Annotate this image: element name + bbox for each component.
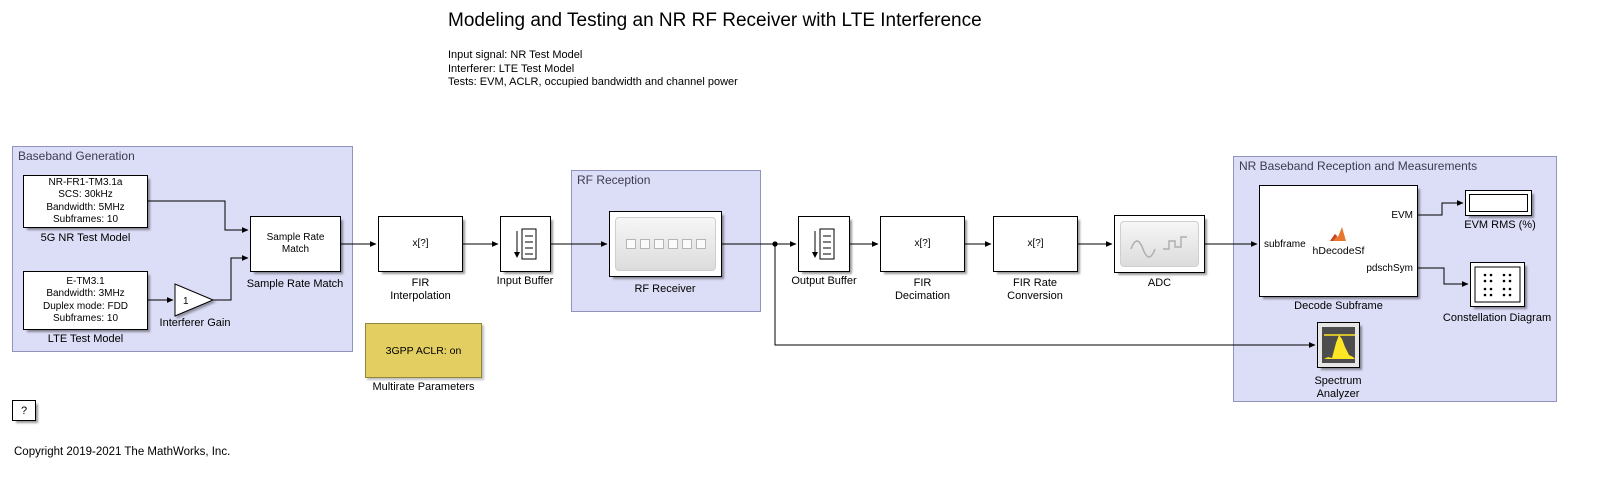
label-constellation-diagram: Constellation Diagram [1442,312,1552,324]
block-input-buffer[interactable] [500,216,551,272]
fir-interpolation-text: x[?] [412,237,429,249]
block-multirate-parameters[interactable]: 3GPP ACLR: on [365,323,482,378]
label-interferer-gain: Interferer Gain [159,317,231,329]
multirate-parameters-text: 3GPP ACLR: on [385,344,462,357]
label-5g-nr-test-model: 5G NR Test Model [40,232,131,244]
lte-test-model-text: E-TM3.1 Bandwidth: 3MHz Duplex mode: FDD… [42,275,129,325]
block-constellation-diagram[interactable] [1470,262,1525,307]
nr-test-model-text: NR-FR1-TM3.1a SCS: 30kHz Bandwidth: 5MHz… [46,176,125,226]
wire-branch-dot [772,241,778,247]
block-fir-rate-conversion[interactable]: x[?] [993,216,1078,272]
port-subframe: subframe [1264,239,1306,250]
display-inner-frame [1469,194,1528,212]
spectrum-analyzer-icon [1322,327,1355,363]
sample-rate-match-text: Sample Rate Match [266,231,325,256]
block-fir-interpolation[interactable]: x[?] [378,216,463,272]
matlab-logo-icon [1330,227,1347,241]
fir-rate-conversion-text: x[?] [1027,237,1044,249]
rf-receiver-icon [615,217,716,271]
copyright-text: Copyright 2019-2021 The MathWorks, Inc. [14,446,231,458]
block-evm-rms-display[interactable] [1465,190,1532,216]
label-lte-test-model: LTE Test Model [47,333,124,345]
region-rf-reception-title: RF Reception [577,173,651,187]
block-sample-rate-match[interactable]: Sample Rate Match [250,216,341,272]
block-5g-nr-test-model[interactable]: NR-FR1-TM3.1a SCS: 30kHz Bandwidth: 5MHz… [23,175,148,228]
gain-value: 1 [183,296,189,307]
adc-icon [1120,221,1199,267]
region-baseband-generation-title: Baseband Generation [18,149,135,163]
label-fir-decimation: FIR Decimation [894,277,951,302]
block-adc[interactable] [1114,215,1205,273]
block-decode-subframe[interactable]: subframe EVM pdschSym hDecodeSf [1259,185,1418,297]
constellation-icon [1474,266,1521,303]
help-text: ? [20,404,28,417]
label-fir-rate-conversion: FIR Rate Conversion [1007,277,1063,302]
block-interferer-gain[interactable]: 1 [174,283,214,319]
label-spectrum-analyzer: Spectrum Analyzer [1314,375,1362,400]
label-fir-interpolation: FIR Interpolation [390,277,451,302]
fir-decimation-text: x[?] [914,237,931,249]
buffer-icon [812,228,835,260]
label-rf-receiver: RF Receiver [634,283,696,295]
block-rf-receiver[interactable] [609,211,722,277]
model-description: Input signal: NR Test Model Interferer: … [448,49,738,88]
block-help[interactable]: ? [12,400,36,421]
model-title: Modeling and Testing an NR RF Receiver w… [448,10,982,31]
gain-triangle-icon [174,283,214,317]
region-nr-baseband-reception-title: NR Baseband Reception and Measurements [1239,159,1478,173]
block-output-buffer[interactable] [798,216,850,272]
label-sample-rate-match: Sample Rate Match [246,278,344,290]
label-evm-rms-display: EVM RMS (%) [1464,219,1536,231]
port-pdschsym: pdschSym [1366,263,1413,274]
port-evm: EVM [1391,210,1413,221]
label-multirate-parameters: Multirate Parameters [372,381,475,393]
block-lte-test-model[interactable]: E-TM3.1 Bandwidth: 3MHz Duplex mode: FDD… [23,271,148,330]
block-fir-decimation[interactable]: x[?] [880,216,965,272]
label-adc: ADC [1147,277,1172,289]
label-decode-subframe: Decode Subframe [1294,300,1383,312]
label-input-buffer: Input Buffer [496,275,554,287]
block-spectrum-analyzer[interactable] [1317,322,1360,368]
label-output-buffer: Output Buffer [791,275,857,287]
decode-function-name: hDecodeSf [1312,245,1365,257]
buffer-icon [513,228,536,260]
region-rf-reception[interactable]: RF Reception [571,170,761,312]
